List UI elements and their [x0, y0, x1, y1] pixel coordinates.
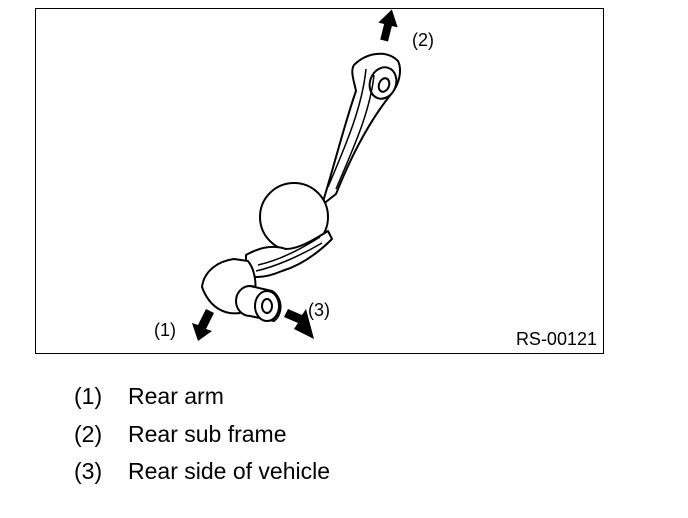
callout-2-label: (2): [412, 30, 434, 50]
legend-item-text: Rear arm: [128, 383, 224, 409]
figure-frame: (2) (1) (3) RS-00121: [35, 8, 604, 354]
legend-item: (1) Rear arm: [74, 383, 330, 421]
legend-item: (3) Rear side of vehicle: [74, 458, 330, 496]
arrow-rear-sub-frame: [378, 9, 398, 42]
callout-3-label: (3): [308, 300, 330, 320]
legend-item-text: Rear sub frame: [128, 420, 287, 447]
legend-item-number: (1): [74, 383, 103, 409]
callout-1-label: (1): [154, 320, 176, 340]
legend-item: (2) Rear sub frame: [74, 421, 330, 459]
figure-id-label: RS-00121: [515, 329, 597, 349]
legend-list: (1) Rear arm (2) Rear sub frame (3) Rear…: [74, 383, 330, 496]
legend-item-text: Rear side of vehicle: [128, 458, 330, 484]
rear-arm-illustration: [192, 9, 401, 341]
legend-item-number: (3): [74, 458, 103, 484]
arrow-rear-arm: [192, 309, 214, 341]
legend-item-number: (2): [74, 420, 103, 447]
arrow-rear-side-of-vehicle: [284, 309, 314, 339]
